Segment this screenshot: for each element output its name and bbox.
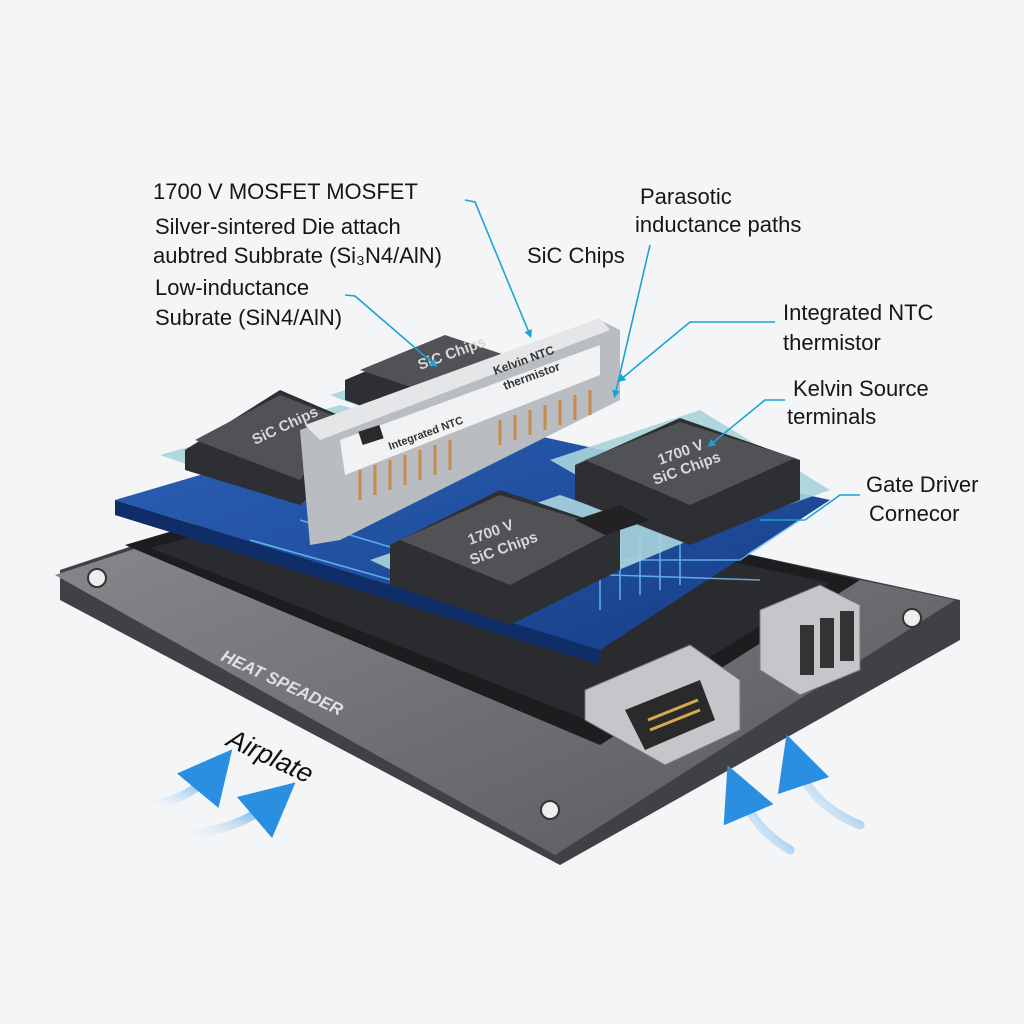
bond-wires	[358, 390, 592, 500]
label-gate-driver: Gate Driver	[866, 472, 979, 497]
airplate-label: Airplate	[221, 722, 318, 789]
label-parasitic-paths: inductance paths	[635, 212, 802, 237]
label-mosfet: 1700 V MOSFET MOSFET	[153, 179, 418, 204]
mount-hole	[902, 608, 922, 628]
leader-lines	[344, 199, 860, 521]
driver-ic	[575, 505, 650, 535]
mount-hole	[540, 800, 560, 820]
label-ntc: Integrated NTC	[783, 300, 934, 325]
label-parasitic: Parasotic	[640, 184, 732, 209]
mount-hole	[87, 568, 107, 588]
airflow-arrow-icon	[145, 749, 233, 810]
gate-driver-connector	[584, 644, 741, 766]
label-substrate-2: Subrate (SiN4/AlN)	[155, 305, 343, 330]
label-low-inductance: Low-inductance	[155, 275, 310, 300]
airflow-arrow-icon	[777, 734, 865, 830]
airflow-arrows	[145, 734, 865, 855]
airflow-arrow-icon	[723, 765, 795, 855]
label-sic-chips: SiC Chips	[527, 243, 625, 268]
label-terminals: terminals	[787, 404, 877, 429]
terminal-bar: Integrated NTC Kelvin NTC thermistor	[300, 318, 620, 545]
label-substrate: aubtred Subbrate (Si₃N4/AlN)	[153, 243, 442, 268]
label-thermistor: thermistor	[783, 330, 881, 355]
power-connector	[759, 584, 861, 696]
airflow-arrow-icon	[180, 782, 296, 840]
label-kelvin: Kelvin Source	[793, 376, 929, 401]
label-die-attach: Silver-sintered Die attach	[155, 214, 401, 239]
label-connector: Cornecor	[869, 501, 960, 526]
sic-chip-center: 1700 V SiC Chips	[390, 490, 620, 625]
